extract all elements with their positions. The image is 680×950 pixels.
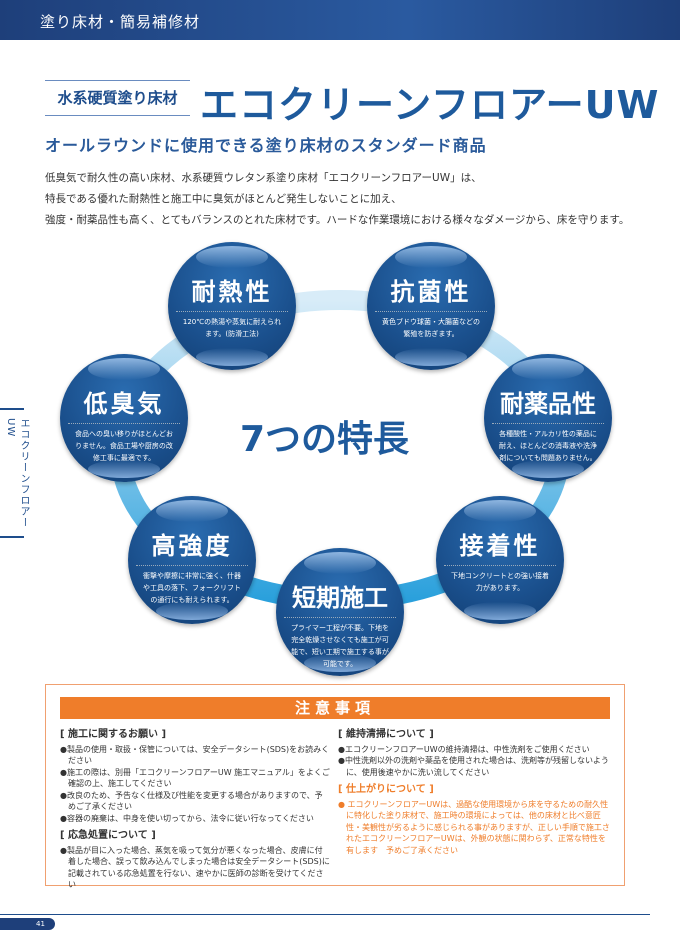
- notice-heading: [ 施工に関するお願い ]: [60, 729, 167, 740]
- feature-desc: 120℃の熱湯や蒸気に耐えられます。(防滑工法): [182, 318, 282, 338]
- feature-title: 耐熱性: [176, 272, 288, 312]
- feature-antibacterial: 抗菌性黄色ブドウ球菌・大腸菌などの繁殖を防ぎます。: [367, 242, 495, 370]
- feature-desc: プライマー工程が不要。下地を完全乾燥させなくても施工が可能で、短い工期で施工する…: [291, 624, 389, 668]
- section-label: 塗り床材・簡易補修材: [40, 13, 201, 31]
- notice-title: 注意事項: [60, 697, 610, 719]
- feature-title: 高強度: [136, 526, 248, 566]
- feature-adhesion: 接着性下地コンクリートとの強い接着力があります。: [436, 496, 564, 624]
- intro-text: 低臭気で耐久性の高い床材、水系硬質ウレタン系塗り床材「エコクリーンフロアーUW」…: [45, 168, 629, 231]
- notice-heading: [ 維持清掃について ]: [338, 729, 434, 740]
- notice-item: ●施工の際は、別冊「エコクリーンフロアーUW 施工マニュアル」をよくご確認の上、…: [60, 767, 330, 789]
- feature-desc: 食品への臭い移りがほとんどおりません。食品工場や厨房の改修工事に最適です。: [75, 430, 173, 462]
- notice-item: ●中性洗剤以外の洗剤や薬品を使用された場合は、洗剤等が残留しないように、使用後速…: [338, 756, 609, 777]
- feature-title: 短期施工: [284, 578, 396, 618]
- product-subtitle: オールラウンドに使用できる塗り床材のスタンダード商品: [45, 136, 487, 155]
- notice-item: ●製品が目に入った場合、蒸気を吸って気分が悪くなった場合、皮膚に付着した場合、誤…: [60, 845, 330, 890]
- intro-line: 特長である優れた耐熱性と施工中に臭気がほとんど発生しないことに加え、: [45, 193, 402, 205]
- feature-title: 抗菌性: [375, 272, 487, 312]
- notice-heading: [ 仕上がりについて ]: [338, 784, 434, 795]
- feature-chemical-resistance: 耐薬品性各種酸性・アルカリ性の薬品に耐え、ほとんどの消毒液や洗浄剤についても問題…: [484, 354, 612, 482]
- feature-desc: 黄色ブドウ球菌・大腸菌などの繁殖を防ぎます。: [382, 318, 480, 338]
- notice-item: ●エコクリーンフロアーUWの維持清掃は、中性洗剤をご使用ください: [338, 744, 590, 754]
- footer-rule: [0, 914, 650, 915]
- notice-box: 注意事項 [ 施工に関するお願い ] ●製品の使用・取扱・保管については、安全デ…: [45, 684, 625, 889]
- product-category: 水系硬質塗り床材: [45, 80, 190, 116]
- notice-right-column: [ 維持清掃について ] ●エコクリーンフロアーUWの維持清掃は、中性洗剤をご使…: [338, 729, 612, 856]
- feature-title: 低臭気: [68, 384, 180, 424]
- page-number: 41: [0, 918, 55, 930]
- side-tab-label: エコクリーンフロアーUW: [5, 418, 29, 528]
- notice-item: ●製品の使用・取扱・保管については、安全データシート(SDS)をお読みください: [60, 744, 330, 766]
- notice-left-column: [ 施工に関するお願い ] ●製品の使用・取扱・保管については、安全データシート…: [60, 729, 330, 891]
- feature-desc: 衝撃や摩擦に非常に強く、什器や工具の落下、フォークリフトの通行にも耐えられます。: [143, 572, 241, 604]
- feature-desc: 各種酸性・アルカリ性の薬品に耐え、ほとんどの消毒液や洗浄剤についても問題ありませ…: [499, 430, 597, 462]
- notice-heading: [ 応急処置について ]: [60, 830, 156, 841]
- product-title: エコクリーンフロアーUW: [200, 83, 660, 127]
- feature-heat-resistance: 耐熱性 120℃の熱湯や蒸気に耐えられます。(防滑工法): [168, 242, 296, 370]
- intro-line: 強度・耐薬品性も高く、とてもバランスのとれた床材です。ハードな作業環境における様…: [45, 214, 630, 226]
- features-heading: 7つの特長: [240, 419, 410, 460]
- side-index-tab: エコクリーンフロアーUW: [0, 408, 29, 538]
- notice-item: ● エコクリーンフロアーUWは、過酷な使用環境から床を守るための耐久性に特化した…: [338, 799, 610, 855]
- feature-title: 耐薬品性: [492, 384, 604, 424]
- intro-line: 低臭気で耐久性の高い床材、水系硬質ウレタン系塗り床材「エコクリーンフロアーUW」…: [45, 172, 482, 184]
- section-header-bar: 塗り床材・簡易補修材: [0, 0, 680, 40]
- feature-title: 接着性: [444, 526, 556, 566]
- feature-short-construction: 短期施工プライマー工程が不要。下地を完全乾燥させなくても施工が可能で、短い工期で…: [276, 548, 404, 676]
- feature-low-odor: 低臭気食品への臭い移りがほとんどおりません。食品工場や厨房の改修工事に最適です。: [60, 354, 188, 482]
- feature-desc: 下地コンクリートとの強い接着力があります。: [451, 572, 549, 592]
- notice-item: ●改良のため、予告なく仕様及び性能を変更する場合がありますので、予めご了承くださ…: [60, 790, 323, 812]
- feature-high-strength: 高強度衝撃や摩擦に非常に強く、什器や工具の落下、フォークリフトの通行にも耐えられ…: [128, 496, 256, 624]
- notice-item: ●容器の廃棄は、中身を使い切ってから、法令に従い行なってください: [60, 813, 314, 823]
